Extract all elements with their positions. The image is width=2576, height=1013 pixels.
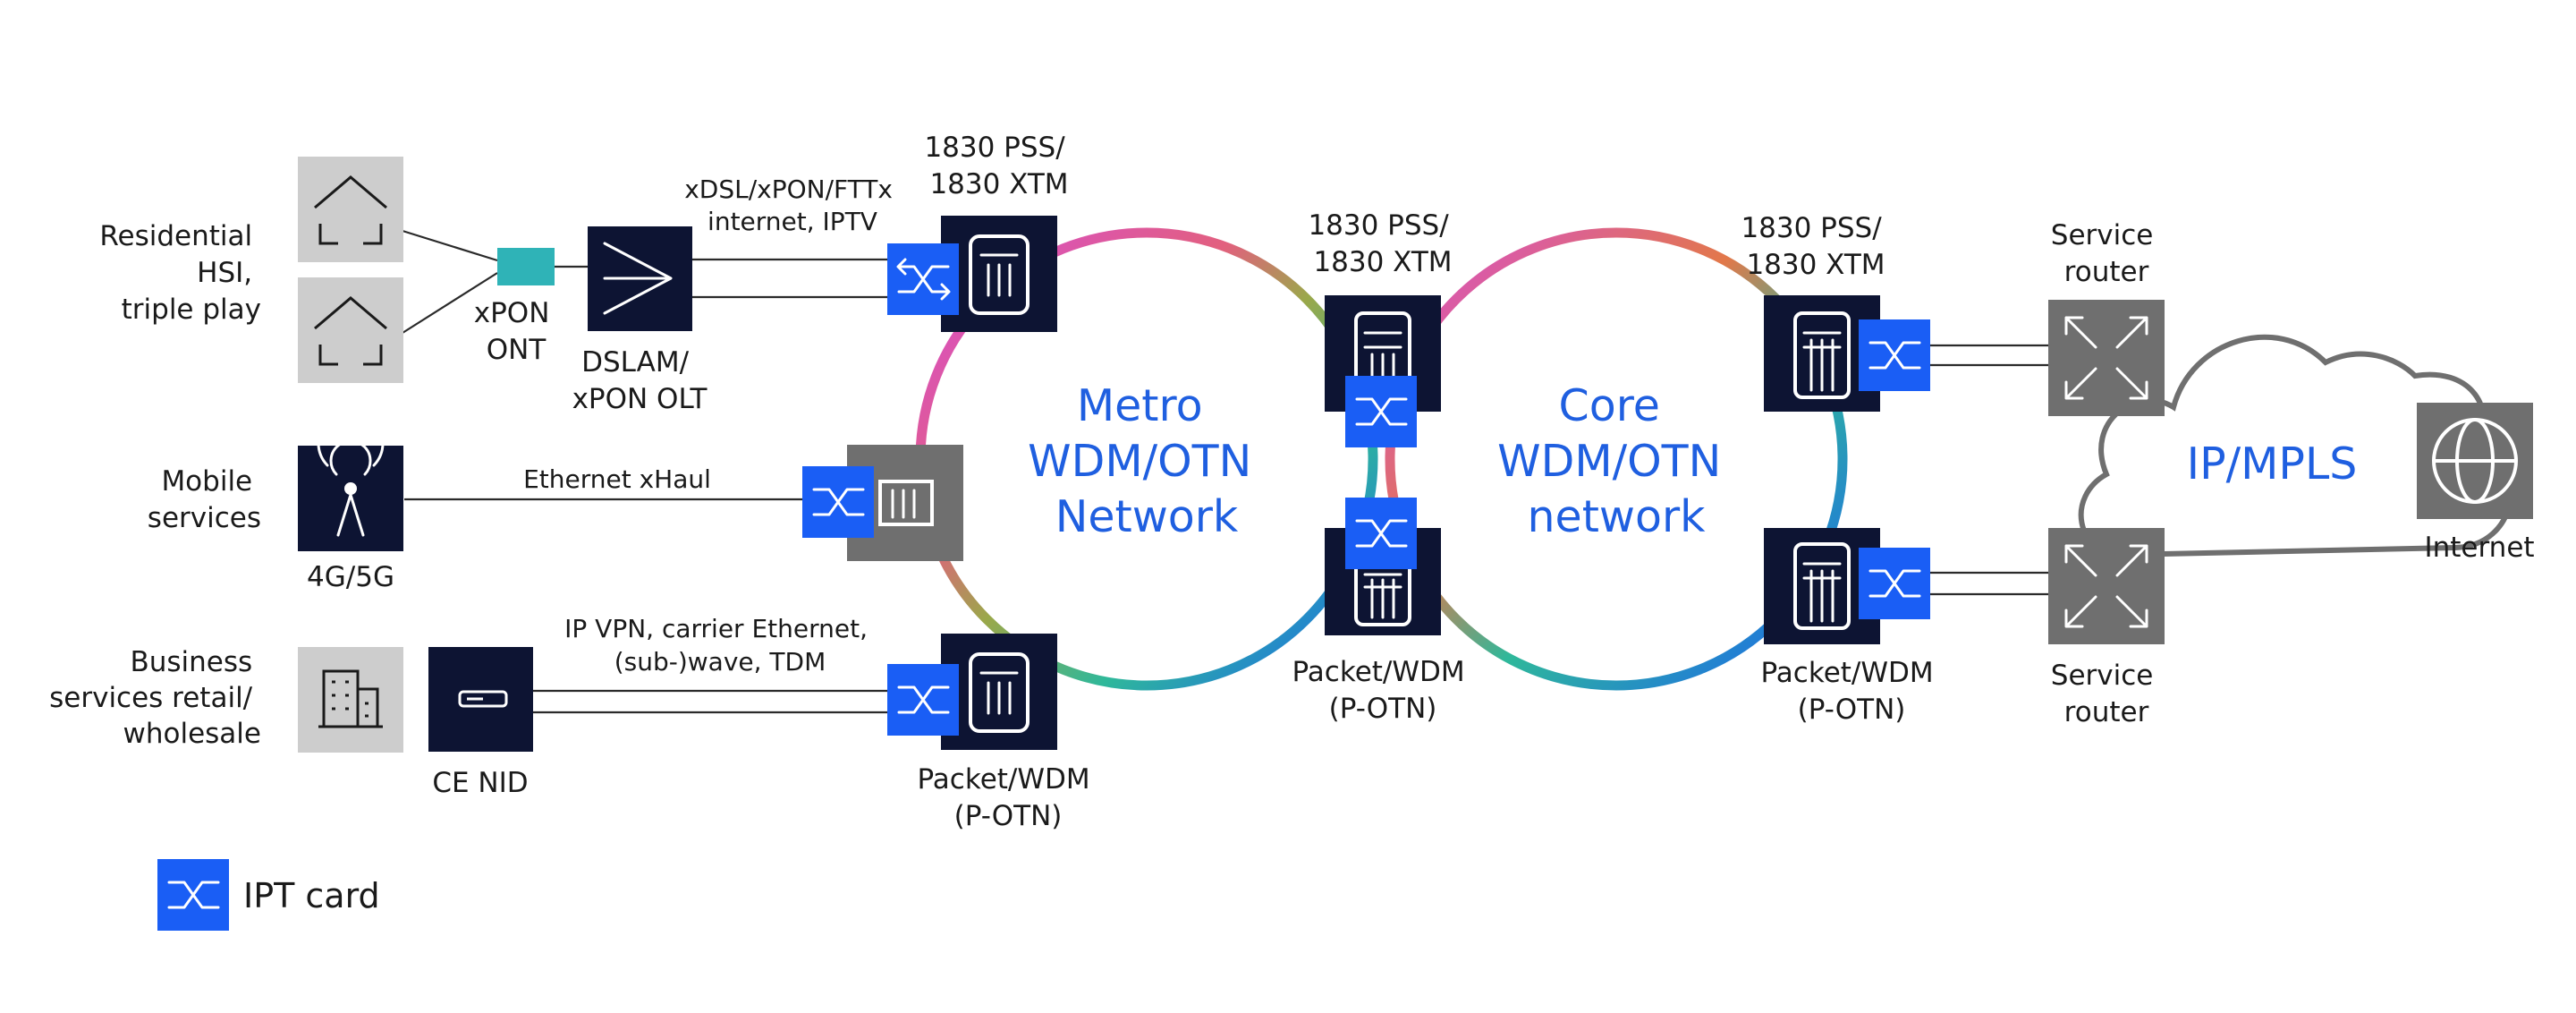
pss-node-right-top	[1764, 295, 1880, 412]
svg-text:Residential HSI, tripl: Residential HSI, triple play	[99, 220, 261, 326]
ipt-card-icon	[802, 466, 874, 538]
core-ring	[1385, 227, 1848, 691]
legend-ipt-card-icon	[157, 859, 229, 931]
svg-text:Service router: Service router	[2051, 660, 2162, 728]
node-bot-left-label-1: Packet/WDM	[918, 763, 1090, 796]
metro-network-label-1: Metro	[1077, 380, 1203, 431]
dslam-label-1: DSLAM/	[581, 346, 689, 379]
cell-tower-icon	[298, 409, 403, 551]
svg-text:Service router: Service router	[2051, 219, 2162, 288]
building-icon	[298, 647, 403, 753]
node-top-left-label-2: 1830 XTM	[929, 168, 1068, 200]
ipt-card-icon	[1859, 319, 1930, 391]
node-top-left-label-1: 1830 PSS/	[924, 132, 1065, 164]
node-mid-top-label-1: 1830 PSS/	[1308, 209, 1449, 242]
house-icon	[298, 277, 403, 383]
svg-text:IP VPN, carrier Ethernet,: IP VPN, carrier Ethernet, (sub-)wave, TD…	[564, 614, 876, 677]
residential-label-2: HSI,	[197, 257, 252, 289]
ipt-card-icon	[1345, 376, 1417, 447]
mobile-label-1: Mobile	[161, 465, 252, 498]
node-mid-bot-label-1: Packet/WDM	[1292, 656, 1465, 688]
svg-text:1830 PSS/ 1830 XTM: 1830 PSS/ 1830 XTM	[924, 132, 1073, 200]
node-mid-bot-label-2: (P-OTN)	[1329, 693, 1437, 725]
ipmpls-label: IP/MPLS	[2187, 438, 2358, 489]
business-label-1: Business	[130, 646, 252, 678]
ipt-card-icon	[887, 664, 959, 736]
house-icon	[298, 157, 403, 262]
xpon-ont-icon	[497, 248, 555, 285]
g45-label: 4G/5G	[307, 561, 394, 593]
link-bot-label-2: (sub-)wave, TDM	[614, 647, 826, 677]
svg-text:1830 PSS/ 1830 XTM: 1830 PSS/ 1830 XTM	[1741, 212, 1890, 281]
service-router-top-label-1: Service	[2051, 219, 2154, 251]
service-router-bottom-icon	[2048, 528, 2165, 644]
service-router-top-icon	[2048, 300, 2165, 416]
internet-label: Internet	[2424, 532, 2534, 564]
node-right-bot-label-1: Packet/WDM	[1761, 657, 1934, 689]
business-label-2: services retail/	[49, 682, 253, 714]
node-bot-left-label-2: (P-OTN)	[954, 800, 1063, 832]
core-network-label-2: WDM/OTN	[1497, 436, 1721, 487]
svg-text:Packet/WDM (P-OTN): Packet/WDM (P-OTN)	[1292, 656, 1474, 725]
ipt-card-icon	[1345, 498, 1417, 569]
service-router-bot-label-1: Service	[2051, 660, 2154, 692]
svg-text:Packet/WDM (P-OTN): Packet/WDM (P-OTN)	[918, 763, 1099, 832]
node-mid-top-label-2: 1830 XTM	[1313, 246, 1452, 278]
node-right-top-label-1: 1830 PSS/	[1741, 212, 1882, 244]
pss-node-top-left	[941, 216, 1057, 332]
svg-text:Core WDM/OTN network: Core WDM/OTN network	[1497, 380, 1735, 542]
link-bot-label-1: IP VPN, carrier Ethernet,	[564, 614, 868, 643]
node-right-top-label-2: 1830 XTM	[1746, 249, 1885, 281]
residential-label-3: triple play	[122, 294, 261, 326]
ce-nid-label: CE NID	[432, 767, 528, 799]
legend-ipt-card-label: IPT card	[243, 876, 380, 915]
svg-text:Packet/WDM (P-OTN): Packet/WDM (P-OTN)	[1761, 657, 1943, 726]
core-network-label-1: Core	[1559, 380, 1660, 431]
xpon-ont-label-1: xPON	[474, 297, 550, 329]
residential-label-1: Residential	[99, 220, 252, 252]
svg-text:Mobile services: Mobile services	[148, 465, 261, 534]
business-label-3: wholesale	[123, 718, 262, 750]
service-router-top-label-2: router	[2064, 256, 2149, 288]
packet-wdm-node-bottom-left	[941, 634, 1057, 750]
svg-text:xPON ONT: xPON ONT	[474, 297, 559, 366]
globe-icon	[2417, 403, 2533, 519]
node-right-bot-label-2: (P-OTN)	[1798, 694, 1906, 726]
svg-text:DSLAM/ xPON OLT: DSLAM/ xPON OLT	[572, 346, 708, 415]
link-top-label-2: internet, IPTV	[708, 207, 877, 236]
metro-network-label-2: WDM/OTN	[1028, 436, 1251, 487]
dslam-icon	[588, 226, 692, 331]
ipt-card-icon	[887, 243, 959, 315]
core-network-label-3: network	[1528, 491, 1707, 542]
ipt-card-icon	[1859, 548, 1930, 619]
link-top-label-1: xDSL/xPON/FTTx	[684, 175, 893, 204]
metro-network-label-3: Network	[1055, 491, 1239, 542]
mobile-label-2: services	[148, 502, 261, 534]
svg-text:1830 PSS/ 1830 XTM: 1830 PSS/ 1830 XTM	[1308, 209, 1457, 278]
link-mid-label: Ethernet xHaul	[523, 464, 711, 494]
ce-nid-icon	[428, 647, 533, 752]
svg-text:xDSL/xPON/FTTx internet, I: xDSL/xPON/FTTx internet, IPTV	[684, 175, 901, 236]
svg-text:Metro WDM/OTN Network: Metro WDM/OTN Network	[1028, 380, 1266, 542]
dslam-label-2: xPON OLT	[572, 383, 708, 415]
svg-text:Business services retail/: Business services retail/ wholesale	[49, 646, 261, 750]
xpon-ont-label-2: ONT	[487, 334, 547, 366]
service-router-bot-label-2: router	[2064, 696, 2149, 728]
